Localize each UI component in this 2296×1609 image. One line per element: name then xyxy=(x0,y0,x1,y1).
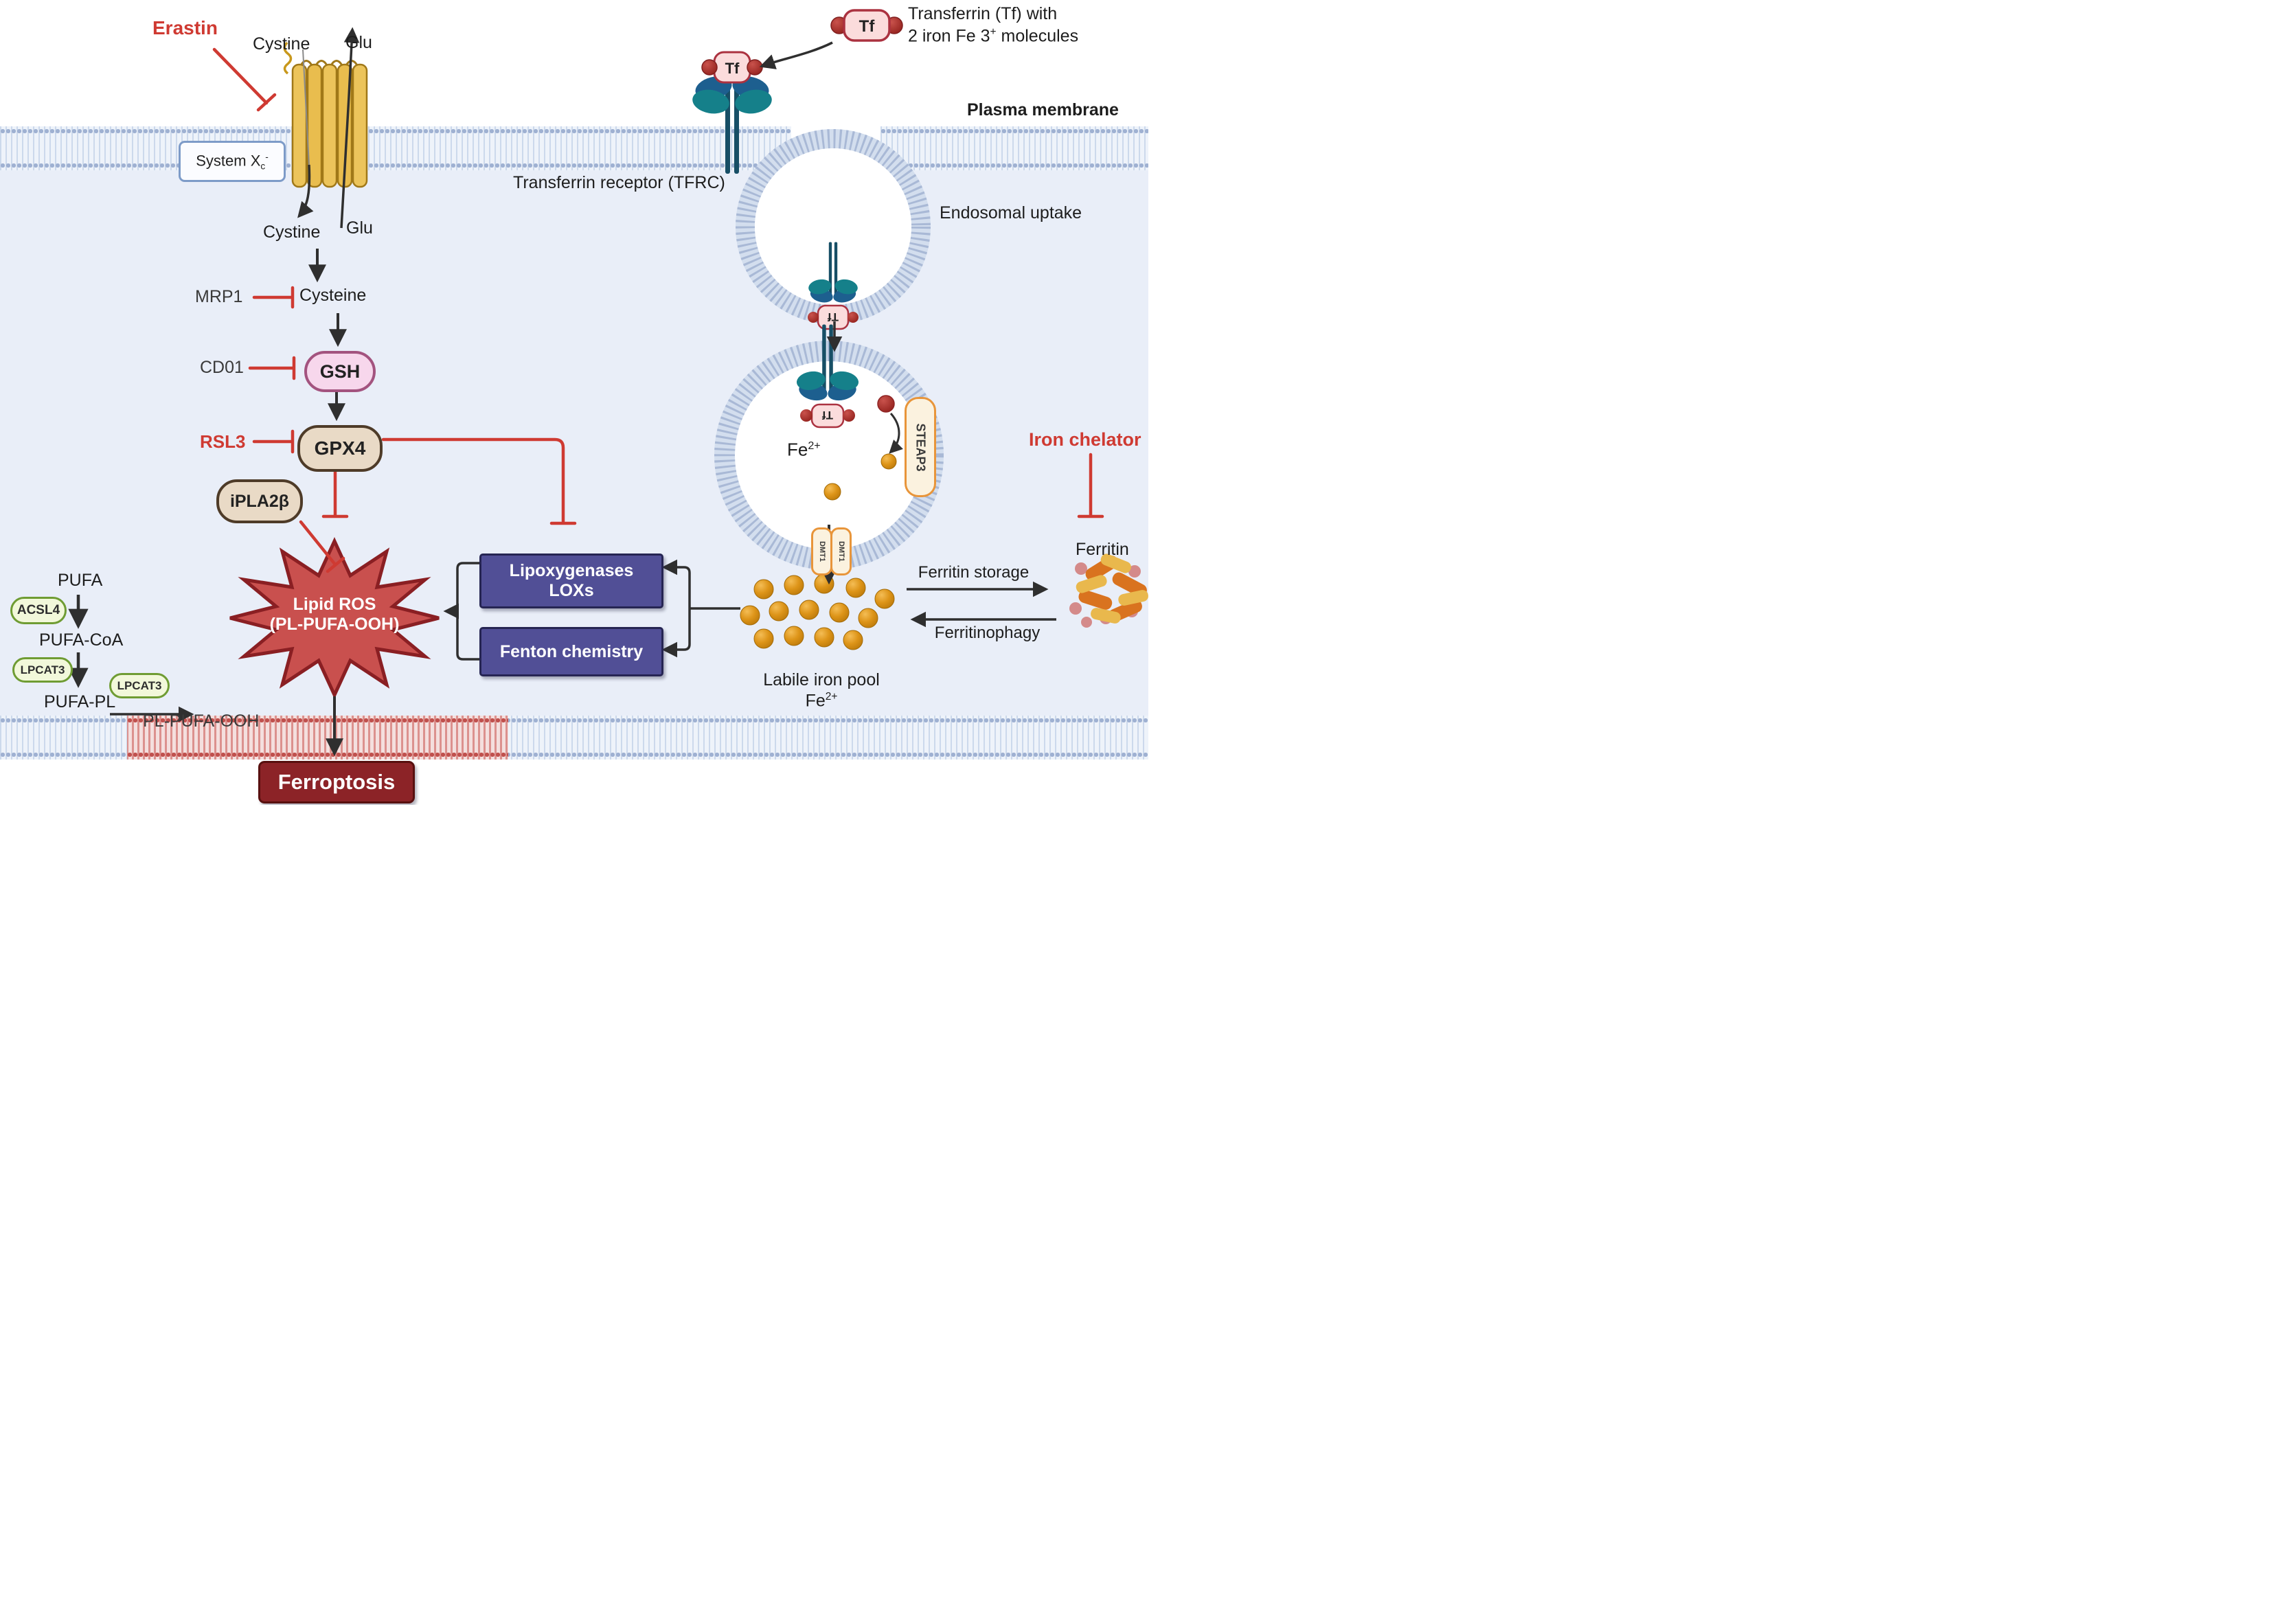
inhibition-lines xyxy=(212,47,1104,573)
fe2-ion-icon xyxy=(880,453,897,470)
endosome-receptor-icon: Tf xyxy=(795,324,903,501)
tf-binding-arrow xyxy=(759,41,833,69)
system-xc-sup: - xyxy=(265,151,269,162)
cell-interior-background xyxy=(0,148,1148,716)
lpcat3-pill-left: LPCAT3 xyxy=(12,657,73,683)
ferroptosis-box: Ferroptosis xyxy=(258,761,415,803)
transferrin-caption-sup: + xyxy=(990,26,997,38)
transferrin-caption-line2: 2 iron Fe 3+ molecules xyxy=(908,26,1078,46)
steap3-reduction-arrow xyxy=(889,413,903,454)
system-xc-channel-icon xyxy=(283,41,368,188)
cysteine-label: Cysteine xyxy=(299,286,367,305)
labile-iron-pool-fe2: Fe2+ xyxy=(732,691,911,711)
plasma-membrane-label: Plasma membrane xyxy=(967,100,1119,120)
lpcat3-pill-right: LPCAT3 xyxy=(109,673,170,698)
lipid-ros-label: Lipid ROS (PL-PUFA-OOH) xyxy=(238,595,431,635)
dmt1-text: DMT1 xyxy=(817,541,826,562)
pool-to-fenton-arrow xyxy=(661,608,691,658)
free-transferrin-icon: Tf xyxy=(830,9,903,42)
ipla2b-pill: iPLA2β xyxy=(216,479,303,523)
dmt1-text: DMT1 xyxy=(837,541,845,562)
pl-pufa-ooh-label: PL-PUFA-OOH xyxy=(143,711,260,731)
transferrin-caption-pre: 2 iron Fe 3 xyxy=(908,26,990,46)
fe-base: Fe xyxy=(787,439,808,460)
gpx4-pill: GPX4 xyxy=(297,425,383,472)
gsh-pill: GSH xyxy=(304,351,376,392)
ferritinophagy-label: Ferritinophagy xyxy=(934,624,1041,642)
cd01-inhibition xyxy=(248,356,296,380)
tfrc-label: Transferrin receptor (TFRC) xyxy=(513,173,725,192)
cystine-bottom-label: Cystine xyxy=(263,222,321,242)
glu-bottom-label: Glu xyxy=(346,218,373,238)
ferritin-storage-label: Ferritin storage xyxy=(918,563,1030,582)
iron-chelator-label: Iron chelator xyxy=(1029,429,1141,450)
cd01-label: CD01 xyxy=(200,358,244,377)
tf-label-on-receptor: Tf xyxy=(725,60,740,77)
erastin-inhibition xyxy=(212,47,277,112)
fe-base: Fe xyxy=(805,691,826,711)
plasma-membrane-text: Plasma membrane xyxy=(967,100,1119,119)
cystine-import-arrow xyxy=(297,164,314,218)
dmt1-pill-right: DMT1 xyxy=(830,527,852,575)
fe3-ion-icon xyxy=(877,395,895,413)
ferritin-icon xyxy=(1069,554,1148,628)
transferrin-caption-post: molecules xyxy=(996,26,1079,46)
tf-label-endosome: Tf xyxy=(822,409,833,422)
lipid-ros-line2: (PL-PUFA-OOH) xyxy=(269,615,400,634)
cystine-import-line xyxy=(302,49,310,166)
steap3-text: STEAP3 xyxy=(913,422,928,472)
endosome-fe2-label: Fe2+ xyxy=(787,440,821,461)
lipoxygenases-box: Lipoxygenases LOXs xyxy=(479,554,663,608)
rsl3-label: RSL3 xyxy=(200,431,246,452)
system-xc-label: System Xc- xyxy=(196,152,269,172)
glu-export-arrow xyxy=(340,27,360,229)
black-arrows xyxy=(68,27,1056,757)
steap3-pill: STEAP3 xyxy=(905,397,936,497)
plasma-membrane-band-right xyxy=(880,126,1148,170)
pocket-receptor-icon: Tf xyxy=(807,242,859,330)
fenton-text: Fenton chemistry xyxy=(499,641,644,661)
erastin-label: Erastin xyxy=(152,17,218,38)
lipid-ros-star xyxy=(229,537,440,699)
fe-sup: 2+ xyxy=(825,691,838,703)
tf-label-pocket: Tf xyxy=(828,310,839,323)
endocytic-pocket xyxy=(736,129,931,324)
rsl3-inhibition xyxy=(252,429,295,454)
labile-iron-pool-label: Labile iron pool xyxy=(763,670,880,689)
ferritin-label: Ferritin xyxy=(1076,540,1129,559)
diagram-artwork: Tf Tf Tf Tf xyxy=(68,9,1148,757)
glu-top-label: Glu xyxy=(345,33,372,52)
fe2-ion-icon xyxy=(823,483,841,501)
system-xc-box: System Xc- xyxy=(179,141,286,182)
ferroptosis-pathway-diagram: Tf Tf Tf Tf xyxy=(0,0,1148,805)
system-xc-sub: c xyxy=(260,161,266,172)
labile-iron-pool-icon xyxy=(740,573,895,650)
pufa-label: PUFA xyxy=(58,571,103,590)
dmt1-pill-left: DMT1 xyxy=(811,527,832,575)
lox-line2: LOXs xyxy=(549,581,594,600)
mrp1-inhibition xyxy=(252,286,295,309)
lipid-ros-line1: Lipid ROS xyxy=(293,595,376,614)
acsl4-pill: ACSL4 xyxy=(10,597,67,624)
lox-line1: Lipoxygenases xyxy=(509,561,634,581)
gpx4-star-inhibition xyxy=(321,468,349,518)
enzyme-bracket-line xyxy=(456,562,481,661)
transferrin-caption-line1: Transferrin (Tf) with xyxy=(908,4,1058,23)
tf-label-free: Tf xyxy=(859,17,876,36)
endosomal-uptake-label: Endosomal uptake xyxy=(940,203,1082,222)
gpx4-elbow-inhibition xyxy=(381,437,577,525)
fe-sup: 2+ xyxy=(808,440,821,452)
transferrin-receptor-icon: Tf xyxy=(690,51,774,174)
system-xc-text: System X xyxy=(196,151,261,169)
pufa-coa-label: PUFA-CoA xyxy=(39,630,124,650)
iron-chelator-inhibition xyxy=(1077,453,1104,518)
plasma-membrane-band-left xyxy=(0,126,791,170)
pufa-pl-label: PUFA-PL xyxy=(44,692,116,711)
fenton-chemistry-box: Fenton chemistry xyxy=(479,627,663,676)
mrp1-label: MRP1 xyxy=(195,287,243,306)
cystine-top-label: Cystine xyxy=(253,34,310,54)
peroxidized-membrane-segment xyxy=(127,716,508,760)
pool-to-lox-arrow xyxy=(661,559,691,608)
ipla2b-inhibition xyxy=(299,520,345,573)
